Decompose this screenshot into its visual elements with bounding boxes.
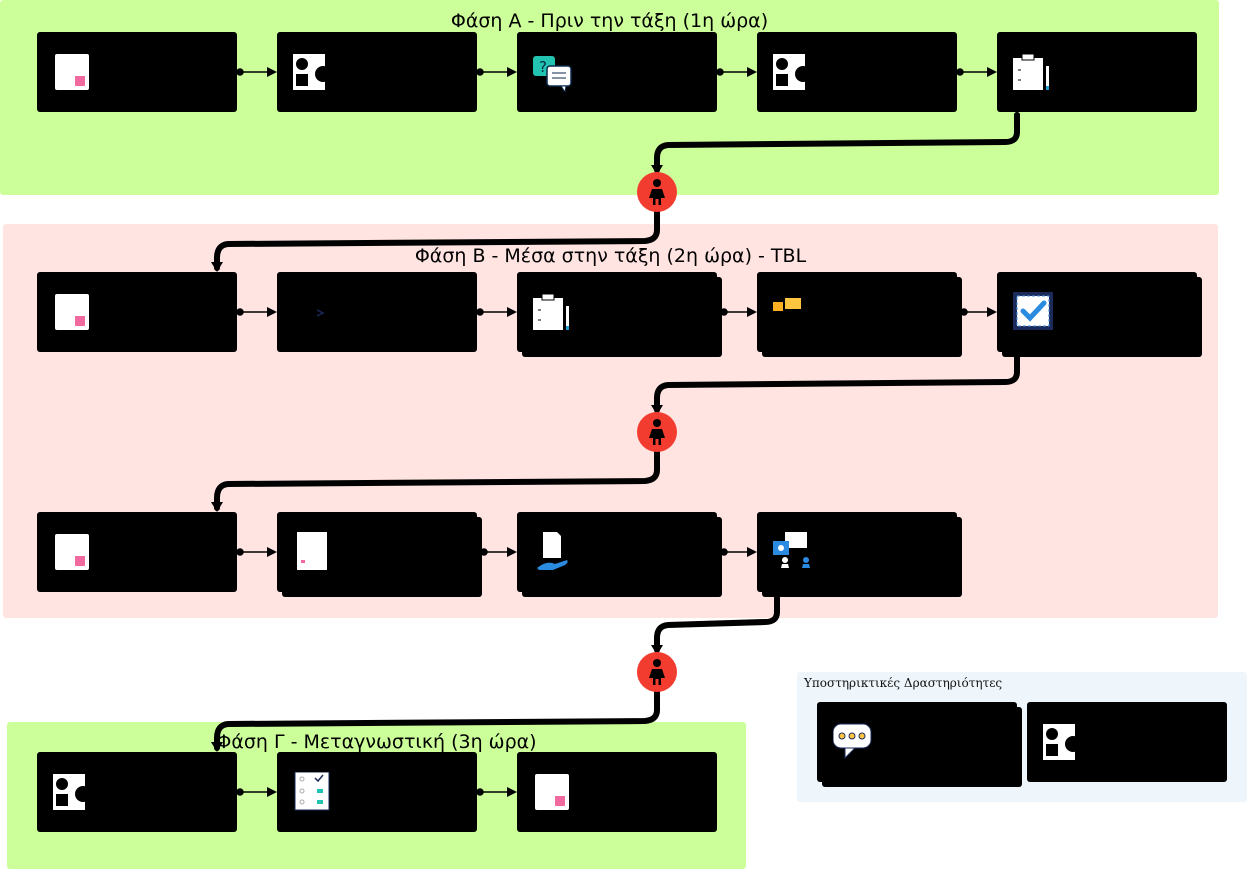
activity-card-c3[interactable] — [517, 752, 717, 832]
activity-card-b9[interactable] — [757, 512, 957, 592]
shapes-icon — [293, 54, 331, 90]
phase-a-title: Φάση Α - Πριν την τάξη (1η ώρα) — [450, 10, 769, 32]
sticky-notes-icon — [773, 298, 801, 311]
shapes-icon — [1043, 724, 1081, 760]
connector-heads — [211, 112, 1020, 752]
activity-card-b7[interactable] — [277, 512, 477, 592]
person-icon — [649, 179, 665, 205]
activity-card-b4[interactable] — [757, 272, 957, 352]
person-icon — [649, 419, 665, 445]
transition-connectors — [214, 112, 1020, 751]
activity-card-b8[interactable] — [517, 512, 717, 592]
phase-c-title: Φάση Γ - Μεταγνωστική (3η ώρα) — [216, 731, 537, 753]
person-node-1[interactable] — [637, 172, 677, 212]
question-chat-icon: ? — [533, 56, 572, 92]
activity-card-b3[interactable] — [517, 272, 717, 352]
support-card-2[interactable] — [1027, 702, 1227, 782]
activity-card-a1[interactable] — [37, 32, 237, 112]
speech-bubble-icon — [833, 723, 872, 760]
clipboard-pencil-icon — [1013, 53, 1049, 90]
arrows-row-3 — [236, 547, 757, 557]
arrows-row-1 — [236, 67, 997, 77]
group-discussion-icon — [773, 532, 810, 568]
checkmark-certificate-icon — [1013, 292, 1053, 330]
activity-card-b6[interactable] — [37, 512, 237, 592]
support-title: Υποστηρικτικές Δραστηριότητες — [804, 676, 1003, 690]
phase-b-title: Φάση Β - Μέσα στην τάξη (2η ώρα) - TBL — [414, 245, 807, 267]
checklist-icon — [294, 772, 330, 811]
person-node-3[interactable] — [637, 652, 677, 692]
form-icon — [297, 532, 327, 570]
activity-card-a2[interactable] — [277, 32, 477, 112]
activity-card-b5[interactable] — [997, 272, 1197, 352]
clipboard-pencil-icon — [533, 293, 569, 330]
document-icon — [535, 774, 569, 810]
activity-card-b2[interactable] — [277, 272, 477, 352]
hand-document-icon — [537, 532, 568, 570]
document-icon — [55, 294, 89, 330]
support-card-1[interactable] — [817, 702, 1017, 782]
compare-icon — [316, 309, 325, 317]
activity-card-a4[interactable] — [757, 32, 957, 112]
svg-text:?: ? — [539, 58, 547, 76]
shapes-icon — [773, 54, 811, 90]
activity-card-b1[interactable] — [37, 272, 237, 352]
document-icon — [55, 54, 89, 90]
activity-card-a3[interactable]: ? — [517, 32, 717, 112]
shapes-icon — [53, 774, 91, 810]
activity-card-a5[interactable] — [997, 32, 1197, 112]
person-icon — [649, 659, 665, 685]
arrows-row-4 — [236, 787, 517, 797]
person-node-2[interactable] — [637, 412, 677, 452]
arrows-row-2 — [236, 307, 997, 317]
activity-card-c1[interactable] — [37, 752, 237, 832]
document-icon — [55, 534, 89, 570]
activity-card-c2[interactable] — [277, 752, 477, 832]
